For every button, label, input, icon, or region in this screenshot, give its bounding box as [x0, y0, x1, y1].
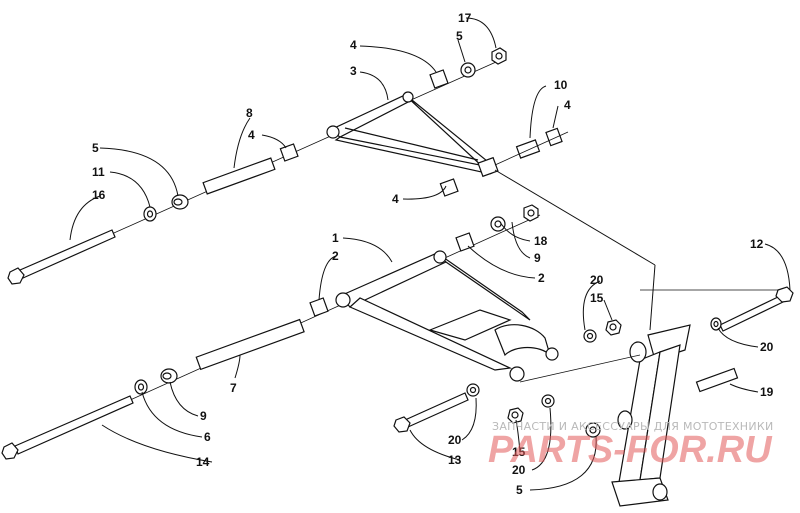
upper-a-arm	[326, 91, 499, 178]
callout-16: 16	[92, 188, 106, 202]
washer-5a	[460, 62, 476, 78]
upper-a-arm-group	[7, 47, 569, 285]
callout-4: 4	[392, 192, 399, 206]
callout-18: 18	[534, 234, 548, 248]
callout-6: 6	[204, 430, 211, 444]
bushing-4c	[279, 143, 299, 162]
washer-20d	[541, 394, 555, 408]
callout-labels: 17 5 4 3 10 4 8 4 5 11 16 4 1 2 18 9 2 1…	[92, 11, 774, 497]
bolt-13	[393, 392, 469, 433]
callout-8: 8	[246, 106, 253, 120]
lower-a-arm-group	[1, 204, 559, 460]
callout-19: 19	[760, 385, 774, 399]
callout-4: 4	[350, 38, 357, 52]
callout-20: 20	[512, 463, 526, 477]
callout-5: 5	[456, 29, 463, 43]
bushing-4a	[429, 69, 449, 89]
bolt-12	[719, 286, 794, 332]
callout-11: 11	[92, 165, 105, 179]
washer-5b	[171, 194, 189, 210]
bolt-14	[1, 395, 134, 460]
leader-lines	[69, 17, 791, 491]
callout-14: 14	[196, 455, 210, 469]
callout-4: 4	[564, 98, 571, 112]
nut-15b	[507, 407, 524, 424]
callout-1: 1	[332, 231, 339, 245]
lower-a-arm	[335, 250, 559, 382]
washer-6	[134, 379, 148, 395]
callout-2: 2	[538, 271, 545, 285]
nut-17	[491, 47, 507, 65]
washer-20c	[466, 383, 480, 397]
callout-9: 9	[534, 251, 541, 265]
bushing-2b	[455, 232, 475, 252]
bushing-4d	[439, 178, 459, 197]
callout-12: 12	[750, 237, 764, 251]
bushing-4b	[545, 127, 563, 147]
washer-9b	[160, 368, 178, 384]
callout-15: 15	[590, 291, 604, 305]
washer-20b	[583, 329, 597, 343]
callout-5: 5	[516, 483, 523, 497]
nut-15a	[605, 319, 622, 336]
watermark-tagline: ЗАПЧАСТИ И АКСЕССУАРЫ ДЛЯ МОТОТЕХНИКИ	[492, 420, 774, 433]
pin-19	[695, 367, 739, 393]
callout-20: 20	[590, 273, 604, 287]
callout-7: 7	[230, 381, 237, 395]
callout-2: 2	[332, 249, 339, 263]
callout-9: 9	[200, 409, 207, 423]
bolt-16	[7, 229, 116, 285]
washer-5c	[585, 422, 601, 438]
callout-20: 20	[448, 433, 462, 447]
spindle-knuckle	[611, 324, 691, 507]
watermark-logo: PARTS-FOR.RU	[488, 429, 773, 471]
washer-9a	[490, 216, 506, 232]
callout-3: 3	[350, 64, 357, 78]
washer-11	[143, 206, 157, 222]
callout-15: 15	[512, 445, 526, 459]
sleeve-8	[202, 157, 276, 195]
callout-4: 4	[248, 128, 255, 142]
spacer-10	[515, 139, 541, 159]
spindle-group	[393, 169, 794, 507]
bushing-2a	[309, 297, 329, 317]
callout-5: 5	[92, 141, 99, 155]
nut-18	[523, 204, 539, 222]
callout-10: 10	[554, 78, 568, 92]
callout-17: 17	[458, 11, 472, 25]
callout-20: 20	[760, 340, 774, 354]
watermark: ЗАПЧАСТИ И АКСЕССУАРЫ ДЛЯ МОТОТЕХНИКИ PA…	[488, 420, 774, 471]
sleeve-7	[195, 318, 305, 371]
washer-20a	[710, 317, 722, 331]
callout-13: 13	[448, 453, 462, 467]
